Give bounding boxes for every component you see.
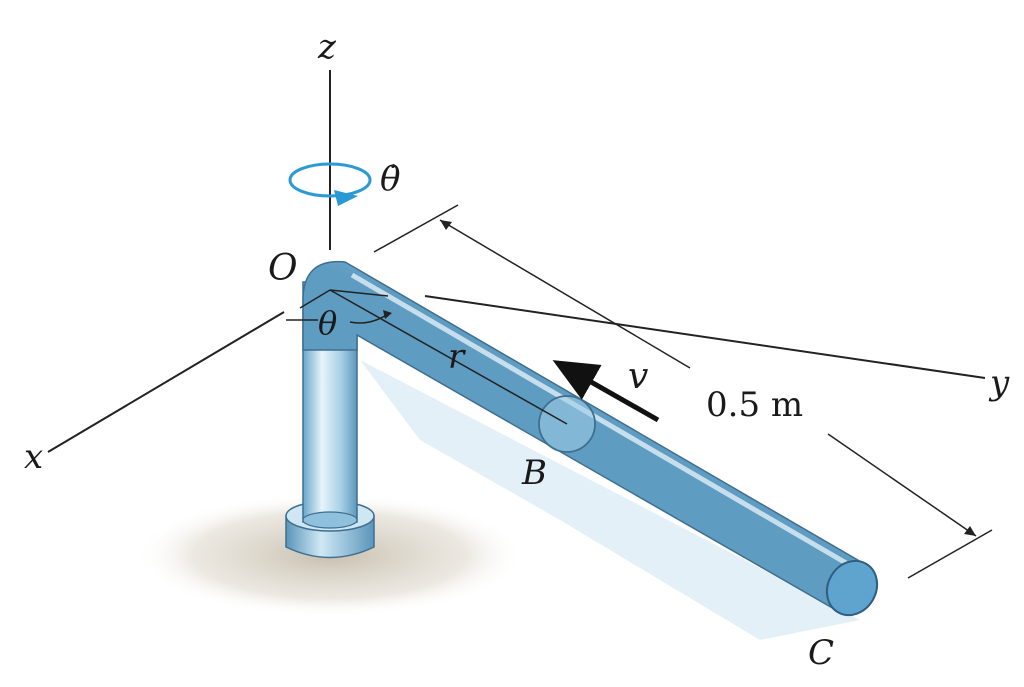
end-face-c bbox=[825, 559, 879, 617]
r-label: r bbox=[448, 337, 466, 377]
theta-label: θ bbox=[318, 304, 337, 342]
dim-extension-top bbox=[373, 204, 459, 253]
length-label: 0.5 m bbox=[706, 385, 803, 425]
velocity-label: v bbox=[628, 356, 648, 397]
theta-arc-head bbox=[383, 310, 392, 319]
end-label: C bbox=[808, 633, 834, 673]
collar-label: B bbox=[521, 453, 547, 493]
dim-line-lower bbox=[827, 433, 977, 537]
theta-dot-label: θ̇ bbox=[380, 159, 400, 199]
x-axis-label: x bbox=[24, 437, 43, 477]
y-axis-inner bbox=[329, 289, 389, 297]
x-axis-line bbox=[47, 311, 285, 453]
velocity-arrow bbox=[552, 360, 660, 423]
dim-arrowhead-bottom bbox=[964, 526, 976, 536]
x-axis-inner bbox=[299, 289, 331, 309]
y-axis-line bbox=[424, 295, 986, 379]
rotation-arrowhead bbox=[334, 190, 358, 206]
r-line bbox=[329, 289, 568, 425]
dim-arrowhead-top bbox=[440, 220, 452, 230]
origin-label: O bbox=[268, 248, 298, 289]
arm-highlight bbox=[350, 272, 860, 573]
post-bottom bbox=[302, 511, 358, 529]
z-axis-label: z bbox=[317, 27, 337, 67]
rod-shadow bbox=[360, 360, 860, 640]
y-axis-label: y bbox=[988, 363, 1010, 403]
dim-extension-bottom bbox=[907, 529, 993, 579]
rotation-arrow bbox=[288, 162, 372, 198]
dim-line-upper bbox=[439, 219, 691, 369]
